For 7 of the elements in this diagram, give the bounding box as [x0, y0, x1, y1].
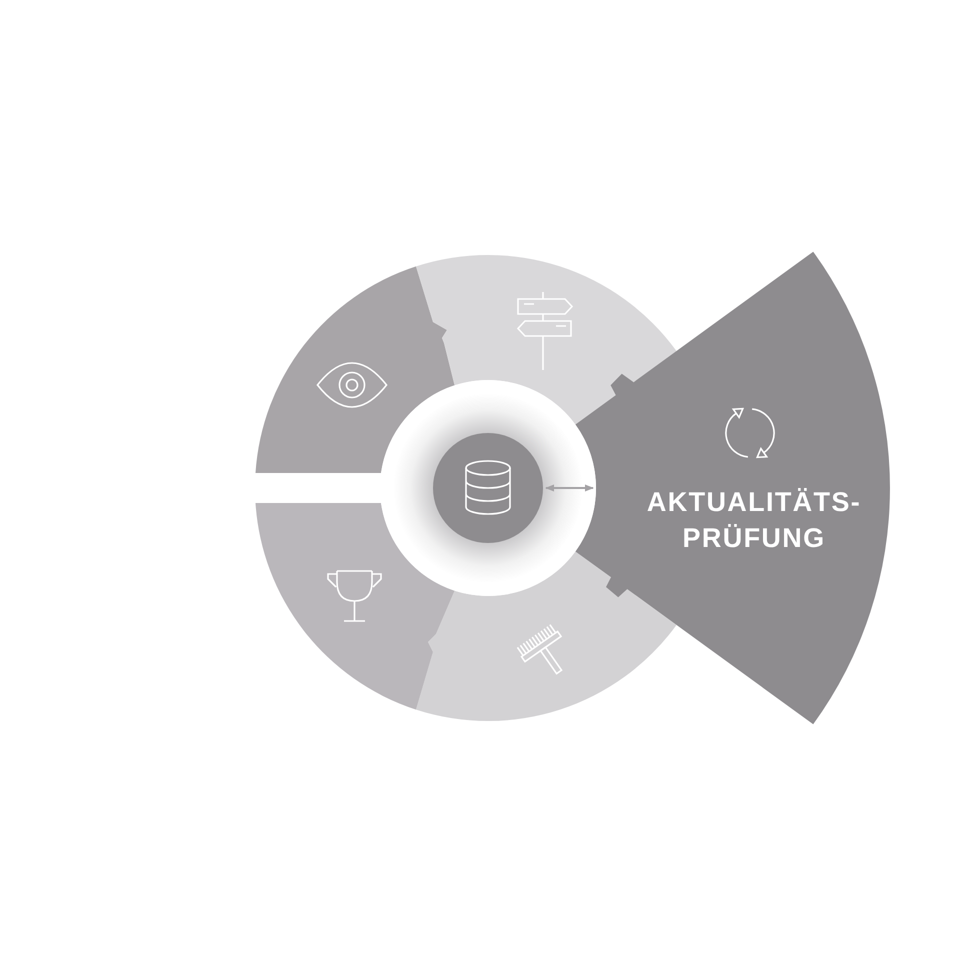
- ring-segment: [416, 551, 677, 722]
- ring-segment: [416, 255, 677, 425]
- double-arrow: [545, 484, 594, 492]
- ring-segment: [255, 503, 456, 710]
- highlighted-sector: [575, 251, 890, 725]
- ring-segment: [255, 266, 456, 473]
- sector-title: AKTUALITÄTS- PRÜFUNG: [646, 486, 862, 555]
